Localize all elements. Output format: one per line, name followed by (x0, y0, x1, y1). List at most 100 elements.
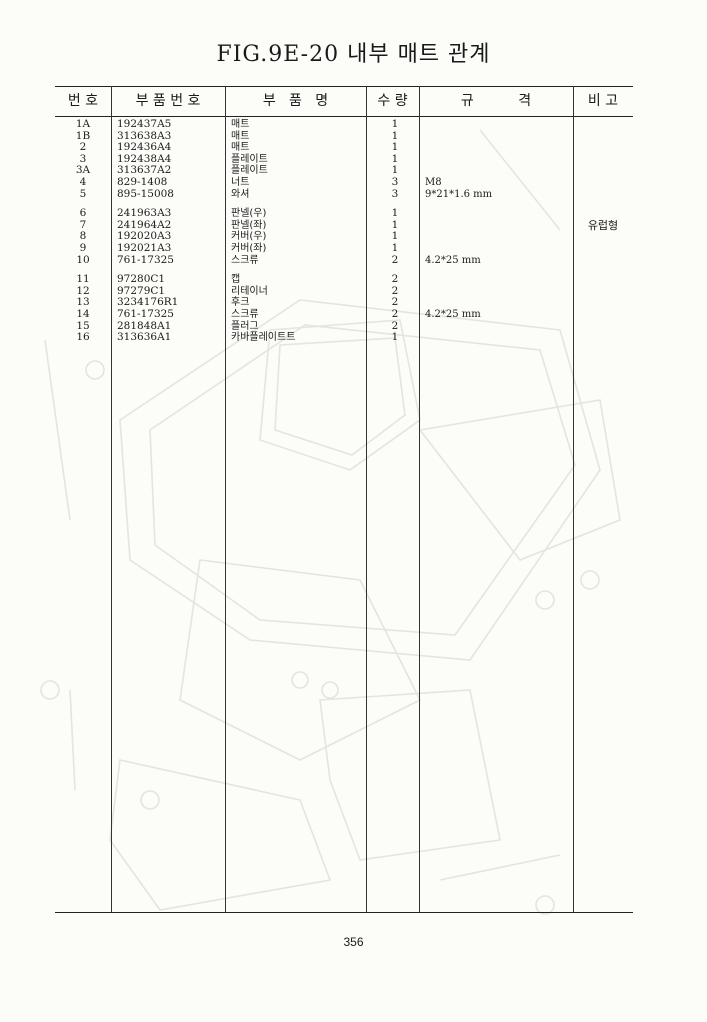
cell-part-name: 캡 (231, 274, 241, 286)
cell-qty: 1 (391, 218, 399, 231)
cell-part-name: 와셔 (231, 188, 250, 200)
cell-no: 3 (79, 152, 87, 165)
cell-qty: 1 (391, 141, 399, 154)
cell-qty: 2 (391, 307, 399, 320)
table-row: 6 241963A3 판넬(우) 1 (55, 208, 633, 220)
cell-qty: 1 (391, 230, 399, 243)
header-rule (55, 116, 633, 117)
cell-part-name: 커버(좌) (231, 242, 267, 254)
cell-no: 13 (76, 296, 90, 309)
cell-part-no: 241964A2 (117, 218, 172, 231)
cell-qty: 2 (391, 273, 399, 286)
cell-no: 7 (79, 218, 87, 231)
cell-part-no: 241963A3 (117, 207, 172, 220)
cell-part-no: 192021A3 (117, 241, 172, 254)
cell-part-no: 3234176R1 (117, 296, 179, 309)
cell-part-name: 스크류 (231, 308, 259, 320)
cell-part-no: 192020A3 (117, 230, 172, 243)
cell-no: 4 (79, 175, 87, 188)
cell-no: 8 (79, 230, 87, 243)
cell-part-name: 판넬(좌) (231, 219, 267, 231)
table-row: 1B 313638A3 매트 1 (55, 129, 633, 143)
cell-no: 9 (79, 241, 87, 254)
cell-part-name: 플레이트 (231, 153, 268, 165)
column-divider (111, 86, 112, 912)
cell-qty: 3 (391, 187, 399, 200)
cell-part-no: 313636A1 (117, 331, 172, 344)
table-row: 2 192436A4 매트 1 (55, 142, 633, 154)
cell-spec: 9*21*1.6 mm (425, 188, 493, 200)
header-note: 비 고 (587, 93, 619, 109)
cell-no: 10 (76, 253, 90, 266)
page-title: FIG.9E-20 내부 매트 관계 (216, 42, 491, 67)
cell-part-no: 829-1408 (117, 175, 168, 188)
header-part-no: 부 품 번 호 (135, 93, 201, 109)
cell-spec: M8 (425, 176, 442, 188)
cell-no: 12 (76, 284, 90, 297)
cell-qty: 2 (391, 284, 399, 297)
table-top-rule (55, 86, 633, 87)
cell-part-no: 192436A4 (117, 141, 172, 154)
cell-qty: 1 (391, 129, 399, 142)
cell-part-name: 매트 (231, 119, 250, 130)
header-no: 번 호 (67, 93, 99, 109)
column-divider (225, 86, 226, 912)
table-row: 8 192020A3 커버(우) 1 (55, 231, 633, 243)
cell-part-name: 커버(우) (231, 231, 267, 243)
cell-part-no: 192438A4 (117, 152, 172, 165)
cell-part-name: 스크류 (231, 254, 259, 266)
cell-part-name: 카바플레이트트 (231, 332, 296, 344)
table-row: 5 895-15008 와셔 3 9*21*1.6 mm (55, 187, 633, 201)
table-row: 11 97280C1 캡 2 (55, 274, 633, 286)
cell-no: 1A (75, 118, 91, 130)
cell-no: 1B (75, 129, 91, 142)
cell-spec: 4.2*25 mm (425, 308, 481, 320)
cell-no: 3A (75, 164, 91, 177)
cell-part-name: 판넬(우) (231, 208, 267, 220)
header-spec: 규 격 (460, 93, 532, 109)
cell-qty: 1 (391, 331, 399, 344)
cell-part-name: 후크 (231, 297, 250, 309)
cell-part-no: 761-17325 (117, 253, 174, 266)
cell-qty: 1 (391, 152, 399, 165)
cell-part-no: 895-15008 (117, 187, 174, 200)
table-row: 3 192438A4 플레이트 1 (55, 152, 633, 166)
cell-part-name: 너트 (231, 176, 250, 188)
cell-no: 6 (79, 207, 87, 220)
cell-part-name: 리테이너 (231, 285, 268, 297)
table-bottom-rule (55, 912, 633, 913)
cell-qty: 1 (391, 118, 399, 130)
table-row: 4 829-1408 너트 3 M8 (55, 175, 633, 189)
cell-qty: 2 (391, 319, 399, 332)
cell-part-name: 매트 (231, 142, 250, 154)
cell-no: 15 (76, 319, 90, 332)
column-divider (419, 86, 420, 912)
cell-part-no: 761-17325 (117, 307, 174, 320)
table-row: 9 192021A3 커버(좌) 1 (55, 241, 633, 255)
cell-part-no: 313638A3 (117, 129, 172, 142)
cell-part-no: 281848A1 (117, 319, 172, 332)
cell-qty: 2 (391, 253, 399, 266)
cell-qty: 1 (391, 241, 399, 254)
cell-qty: 3 (391, 175, 399, 188)
table-row: 10 761-17325 스크류 2 4.2*25 mm (55, 253, 633, 267)
cell-no: 11 (76, 273, 90, 286)
cell-part-name: 매트 (231, 130, 250, 142)
cell-no: 5 (79, 187, 87, 200)
cell-part-name: 플레이트 (231, 165, 268, 177)
table-row: 15 281848A1 플러그 2 (55, 319, 633, 333)
cell-no: 2 (79, 141, 87, 154)
cell-no: 16 (76, 331, 90, 344)
cell-part-name: 플러그 (231, 320, 259, 332)
cell-spec: 4.2*25 mm (425, 254, 481, 266)
cell-qty: 1 (391, 207, 399, 220)
cell-part-no: 97280C1 (117, 273, 166, 286)
page-number: 356 (343, 935, 364, 949)
